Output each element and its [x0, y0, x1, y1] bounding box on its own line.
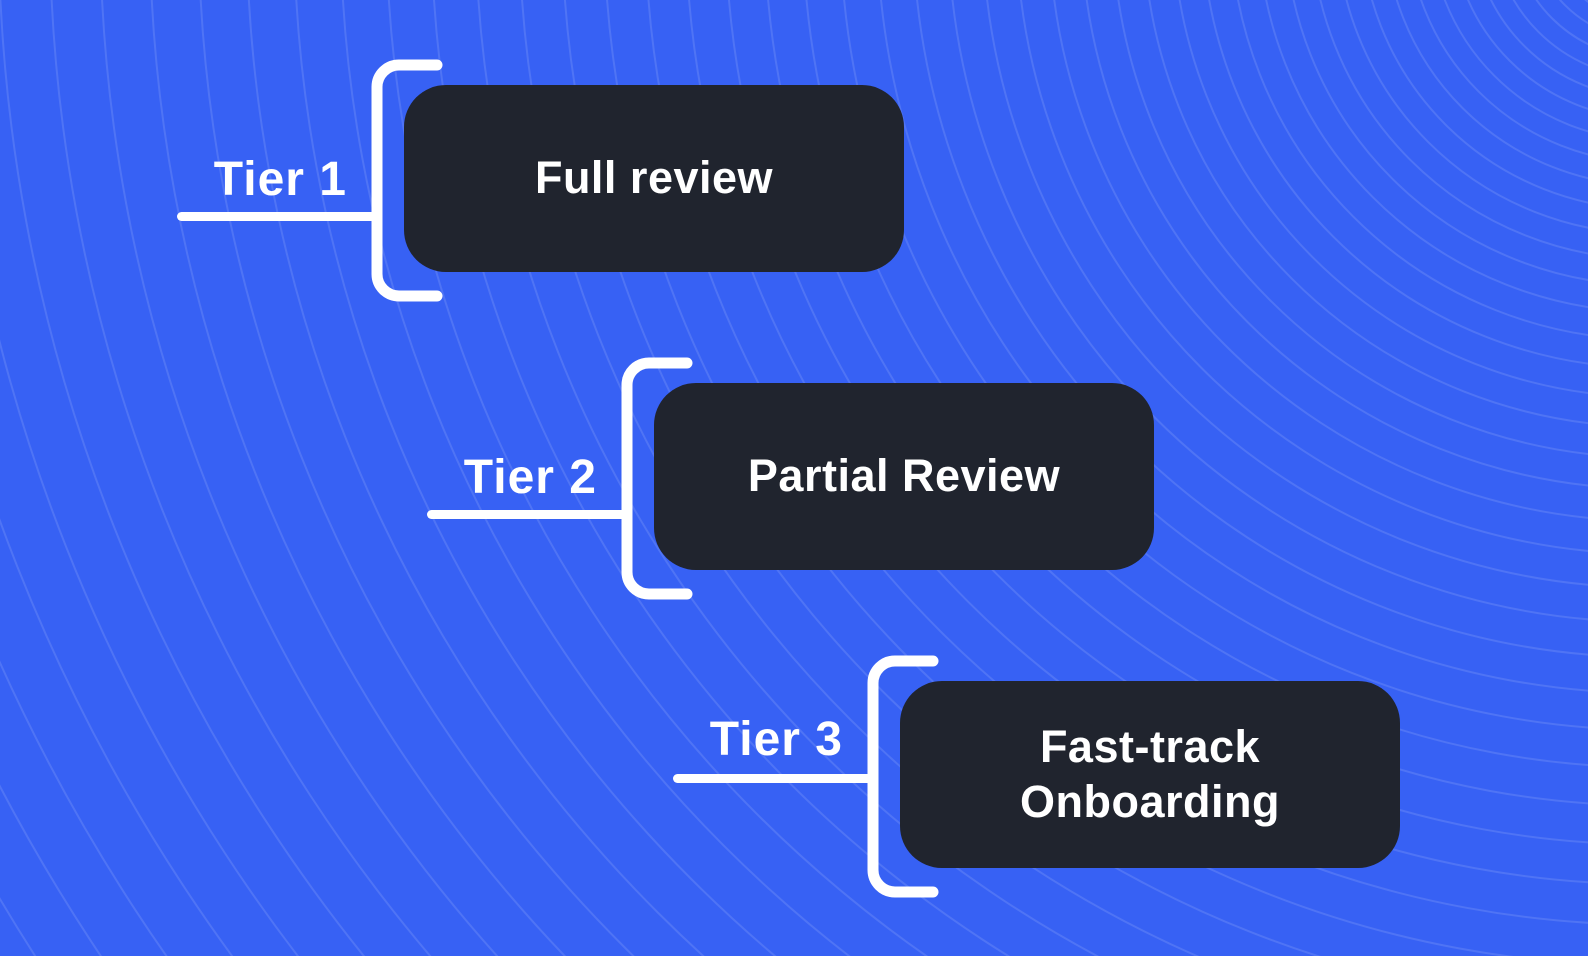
tier-label-underline [673, 774, 875, 783]
tier-box-title: Full review [534, 152, 774, 204]
tier-box: Fast-track Onboarding [900, 681, 1400, 868]
tier-box-title: Fast-track Onboarding [1020, 720, 1280, 827]
tier-label: Tier 3 [709, 713, 843, 766]
tier-label: Tier 2 [463, 451, 597, 504]
tier-label-underline [427, 510, 629, 519]
bracket-icon [371, 59, 443, 302]
bracket-icon [621, 357, 693, 600]
tier-label: Tier 1 [213, 153, 347, 206]
tier-box: Partial Review [654, 383, 1154, 570]
tier-box: Full review [404, 85, 904, 272]
tier-box-title: Partial Review [747, 450, 1061, 502]
bracket-icon [867, 655, 939, 898]
tier-label-underline [177, 212, 379, 221]
